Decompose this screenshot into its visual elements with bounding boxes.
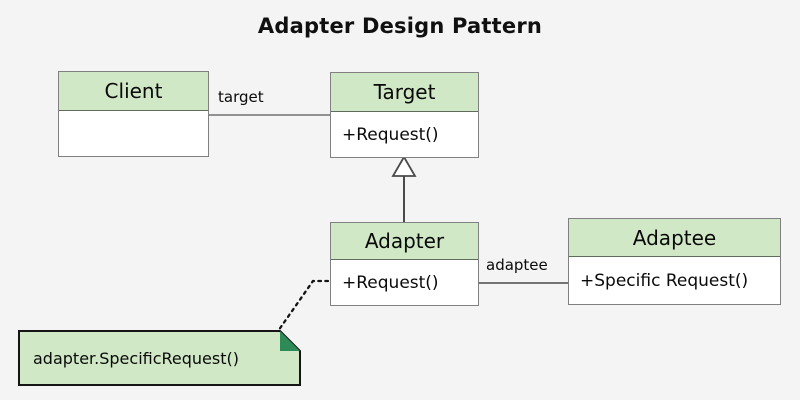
uml-class-adaptee-name: Adaptee <box>569 219 780 257</box>
generalization-triangle-icon <box>391 155 417 177</box>
uml-class-adapter-name: Adapter <box>331 223 478 260</box>
uml-class-adapter-members: +Request() <box>331 260 478 305</box>
uml-class-adaptee-members: +Specific Request() <box>569 257 780 304</box>
edge-label-target: target <box>218 88 264 106</box>
page-title: Adapter Design Pattern <box>257 14 543 38</box>
uml-class-client[interactable]: Client <box>58 71 209 157</box>
uml-note-text: adapter.SpecificRequest() <box>33 348 239 368</box>
edge-label-adaptee: adaptee <box>486 256 548 274</box>
note-shape-icon <box>18 330 301 386</box>
uml-class-adaptee[interactable]: Adaptee +Specific Request() <box>568 218 781 305</box>
uml-class-target-members: +Request() <box>331 112 478 157</box>
uml-class-target-name: Target <box>331 73 478 112</box>
uml-class-client-name: Client <box>59 72 208 111</box>
uml-class-target[interactable]: Target +Request() <box>330 72 479 158</box>
uml-note[interactable]: adapter.SpecificRequest() <box>18 330 301 386</box>
note-anchor-dotted-line <box>274 279 332 336</box>
uml-class-client-members <box>59 111 208 156</box>
uml-class-adapter[interactable]: Adapter +Request() <box>330 222 479 306</box>
